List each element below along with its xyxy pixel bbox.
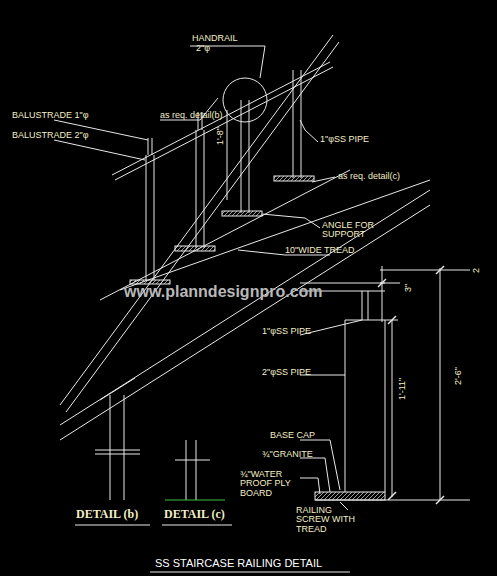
callout-label: 2"φ [196,44,210,53]
callout-label: 2 [472,268,481,273]
watermark: www.planndesignpro.com [124,284,323,301]
callout-label: BALUSTRADE 1"φ [12,111,89,120]
callout-label: 2'-6" [454,367,463,385]
callout-label: BALUSTRADE 2"φ [12,131,89,140]
detail-title: DETAIL (c) [164,508,225,521]
detail-title: DETAIL (b) [76,508,138,521]
callout-label: ¾"WATER PROOF PLY BOARD [240,470,300,498]
callout-label: 2"φSS PIPE [262,368,311,377]
callout-label: ¾"GRANITE [262,450,313,459]
callout-label: HANDRAIL [192,34,238,43]
callout-label: 3" [404,284,413,292]
callout-label: BASE CAP [270,431,315,440]
callout-label: as req. detail(c) [338,172,400,181]
callout-label: 1'-11" [398,378,407,400]
drawing-title: SS STAIRCASE RAILING DETAIL [155,557,322,569]
callout-label: 1"φSS PIPE [320,135,369,144]
callout-label: 10"WIDE TREAD [285,246,355,255]
callout-label: RAILING SCREW WITH TREAD [296,506,358,534]
callout-label: ANGLE FOR SUPPORT [322,221,394,240]
callout-label: as req. detail(b) [160,111,223,120]
callout-label: 1"φSS PIPE [262,327,311,336]
callout-label: 1'-8" [216,127,225,145]
